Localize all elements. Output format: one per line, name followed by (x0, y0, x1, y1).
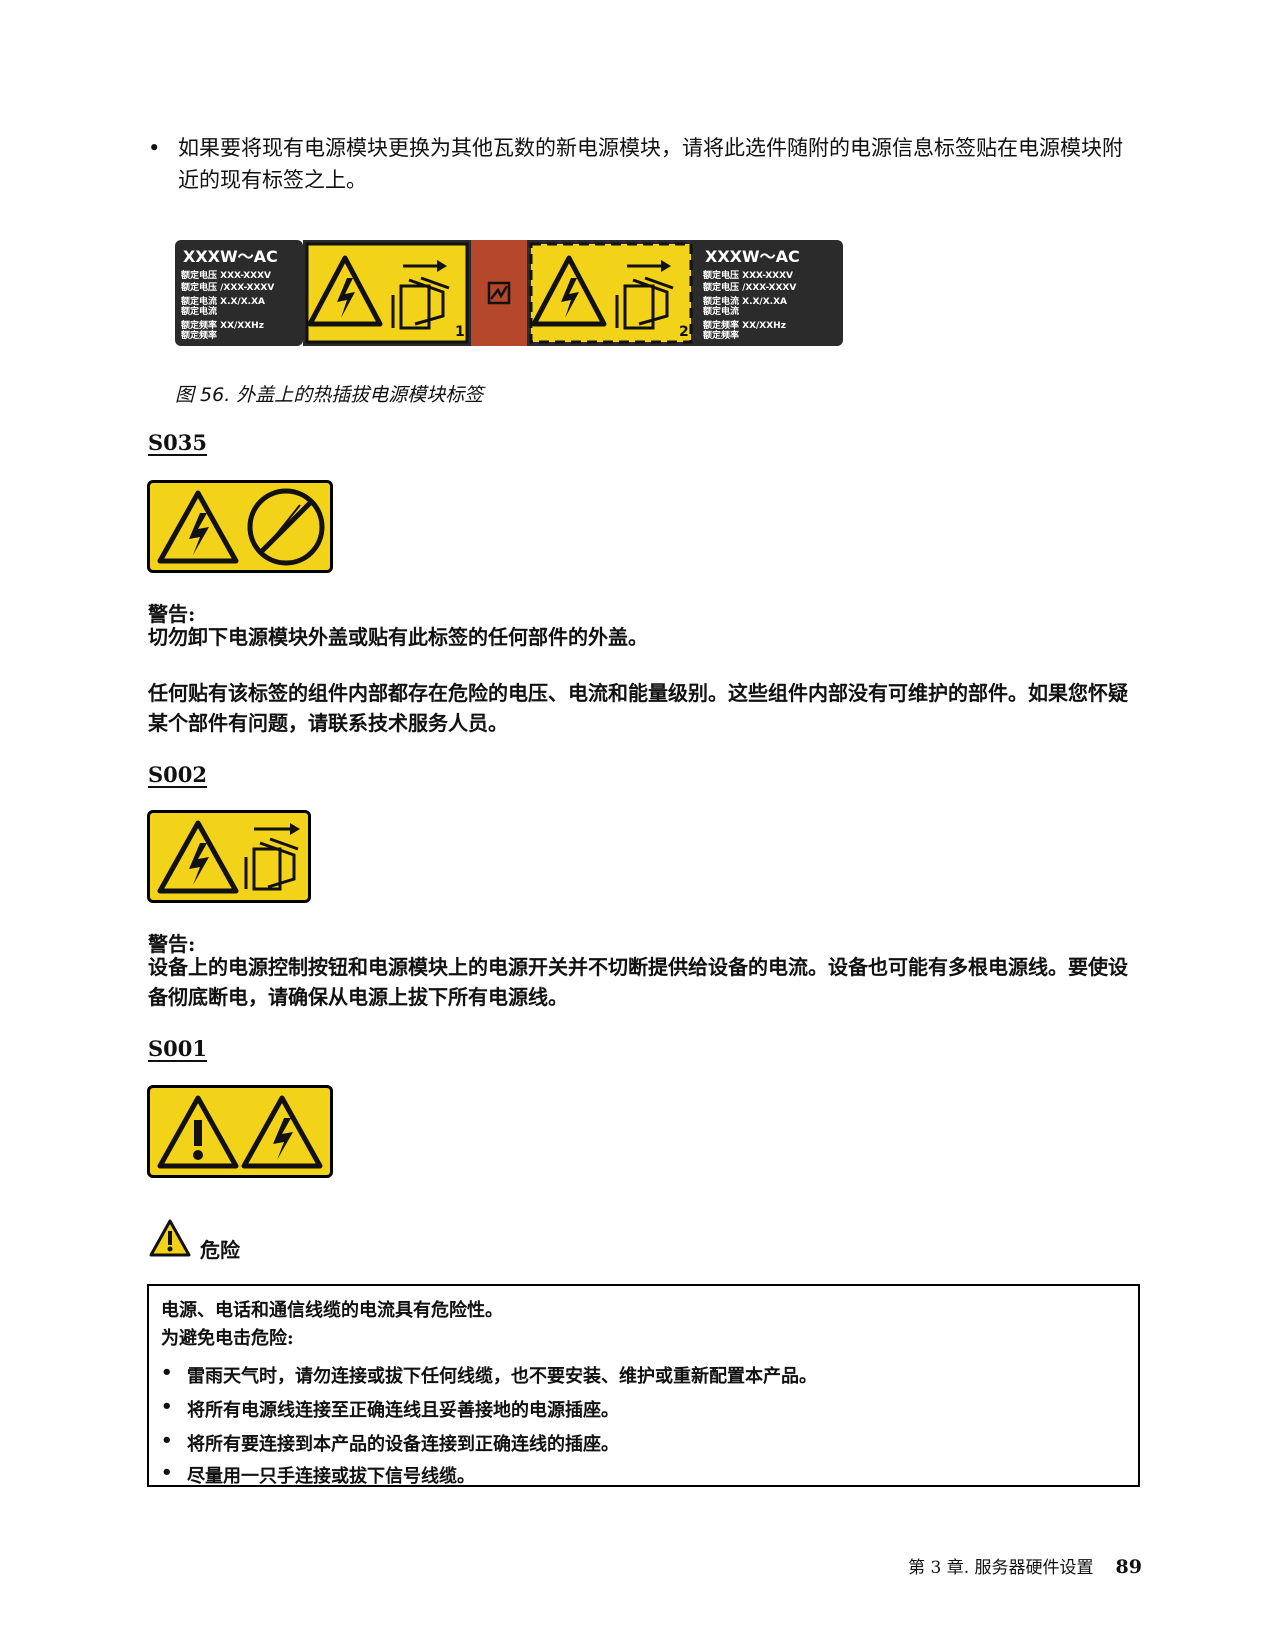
electrical-hazard-icon (241, 1095, 323, 1169)
electrical-hazard-icon (157, 820, 239, 894)
figure-caption: 图 56. 外盖上的热插拔电源模块标签 (175, 384, 484, 406)
s035-warning-heading: 警告: (148, 602, 196, 626)
s001-safety-label (147, 1085, 333, 1178)
right-panel-row: 额定电压 XXX-XXXV (703, 269, 793, 281)
psu-label-figure: XXXW～AC 额定电压 XXX-XXXV 额定电压 /XXX-XXXV 额定电… (175, 240, 843, 346)
s035-warning-text: 切勿卸下电源模块外盖或贴有此标签的任何部件的外盖。 (148, 625, 648, 649)
s035-safety-label (147, 480, 333, 573)
bullet-marker: • (161, 1396, 173, 1417)
right-panel-row: 额定电压 /XXX-XXXV (703, 281, 796, 293)
bullet-marker: • (161, 1362, 173, 1383)
left-info-panel (175, 240, 303, 346)
page-footer: 第 3 章. 服务器硬件设置 89 (908, 1553, 1142, 1578)
left-panel-title: XXXW～AC (183, 247, 278, 266)
bullet-marker: • (161, 1430, 173, 1451)
s002-warning-text: 设备上的电源控制按钮和电源模块上的电源开关并不切断提供给设备的电流。设备也可能有… (148, 955, 1128, 1009)
psu-label-graphic: XXXW～AC 额定电压 XXX-XXXV 额定电压 /XXX-XXXV 额定电… (175, 240, 843, 346)
s002-code: S002 (148, 762, 208, 787)
right-panel-row: 额定频率 XX/XXHz (703, 319, 786, 331)
page-number: 89 (1115, 1556, 1142, 1578)
left-panel-row: 额定电流 (181, 305, 217, 317)
list-item-text: 将所有电源线连接至正确连线且妥善接地的电源插座。 (187, 1400, 619, 1421)
danger-box-line: 电源、电话和通信线缆的电流具有危险性。 (161, 1300, 503, 1321)
danger-label: 危险 (200, 1238, 240, 1262)
right-panel-row: 额定频率 (703, 329, 739, 341)
electrical-hazard-icon (157, 490, 239, 564)
bullet-marker: • (161, 1462, 173, 1483)
list-item-text: 雷雨天气时，请勿连接或拔下任何线缆，也不要安装、维护或重新配置本产品。 (187, 1366, 817, 1387)
s035-paragraph: 任何贴有该标签的组件内部都存在危险的电压、电流和能量级别。这些组件内部没有可维护… (148, 681, 1128, 735)
hot-swap-power-supply-icon (391, 260, 450, 330)
s001-code: S001 (148, 1036, 208, 1061)
left-panel-row: 额定电流 X.X/X.XA (181, 295, 265, 307)
danger-notice-box: 电源、电话和通信线缆的电流具有危险性。 为避免电击危险: • 雷雨天气时，请勿连… (147, 1284, 1140, 1487)
danger-box-line: 为避免电击危险: (161, 1328, 294, 1349)
left-panel-row: 额定电压 /XXX-XXXV (181, 281, 274, 293)
s002-safety-label (147, 810, 311, 903)
no-tool-access-icon (247, 488, 325, 566)
right-panel-row: 额定电流 (703, 305, 739, 317)
psu-number-2: 2 (679, 324, 689, 340)
right-panel-row: 额定电流 X.X/X.XA (703, 295, 787, 307)
s002-warning-heading: 警告: (148, 932, 196, 956)
intro-text: 如果要将现有电源模块更换为其他瓦数的新电源模块，请将此选件随附的电源信息标签贴在… (178, 136, 1123, 192)
left-panel-row: 额定频率 (181, 329, 217, 341)
list-item-text: 尽量用一只手连接或拔下信号线缆。 (187, 1466, 475, 1487)
danger-warning-icon (149, 1219, 191, 1257)
psu-number-1: 1 (455, 324, 465, 340)
electrical-hazard-icon (531, 255, 607, 327)
left-panel-row: 额定频率 XX/XXHz (181, 319, 264, 331)
bullet-marker: • (148, 136, 161, 160)
right-panel-title: XXXW～AC (705, 247, 800, 266)
electrical-hazard-icon (307, 255, 383, 327)
left-panel-row: 额定电压 XXX-XXXV (181, 269, 271, 281)
hot-swap-power-supply-icon (615, 260, 674, 330)
list-item-text: 将所有要连接到本产品的设备连接到正确连线的插座。 (187, 1434, 619, 1455)
ac-power-icon (487, 281, 511, 305)
chapter-title: 第 3 章. 服务器硬件设置 (908, 1558, 1094, 1578)
hot-swap-power-supply-icon (244, 823, 300, 891)
s035-code: S035 (148, 430, 208, 455)
right-info-panel (695, 240, 843, 346)
general-caution-icon (157, 1095, 239, 1169)
